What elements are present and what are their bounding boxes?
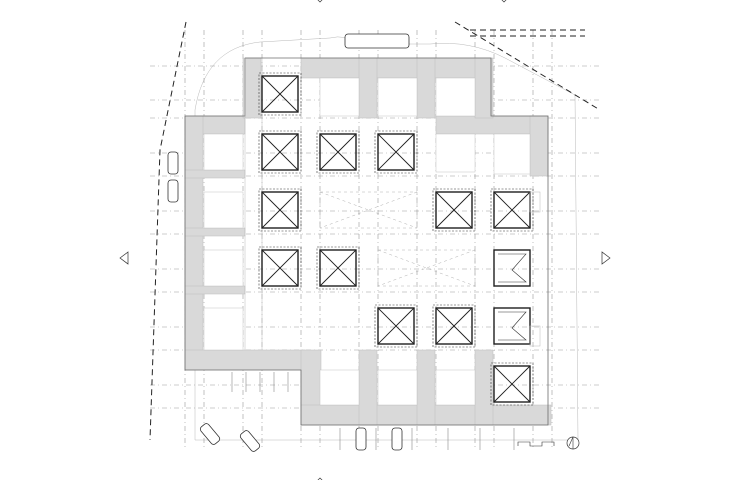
car-icon (239, 430, 261, 452)
car-icon (167, 151, 179, 175)
section-marker-icon (501, 0, 507, 3)
crossed-module (316, 246, 360, 290)
car-icon (199, 423, 221, 445)
car-icon (391, 427, 403, 451)
crossed-module (490, 362, 534, 406)
parked-cars (167, 151, 403, 452)
room-voids (203, 77, 531, 406)
crossed-module (374, 304, 418, 348)
bus-icon (344, 33, 410, 49)
crossed-module (316, 130, 360, 174)
car-icon (355, 427, 367, 451)
site-boundary (149, 21, 601, 441)
stair-cores (493, 191, 541, 347)
crossed-module (258, 72, 302, 116)
crossed-module (258, 188, 302, 232)
atrium-skylight (319, 191, 476, 287)
crossed-module (374, 130, 418, 174)
section-marker-icon (119, 251, 129, 265)
crossed-modules (258, 72, 534, 406)
crossed-module (490, 188, 534, 232)
section-markers (119, 0, 611, 480)
crossed-module (432, 188, 476, 232)
section-marker-icon (601, 251, 611, 265)
parking-stalls (231, 372, 515, 450)
crossed-module (258, 246, 302, 290)
scale-bar (517, 441, 555, 447)
section-marker-icon (317, 0, 323, 3)
crossed-module (432, 304, 476, 348)
circulation-bands (184, 57, 552, 426)
car-icon (167, 179, 179, 203)
north-arrow-icon (566, 436, 580, 450)
crossed-module (258, 130, 302, 174)
